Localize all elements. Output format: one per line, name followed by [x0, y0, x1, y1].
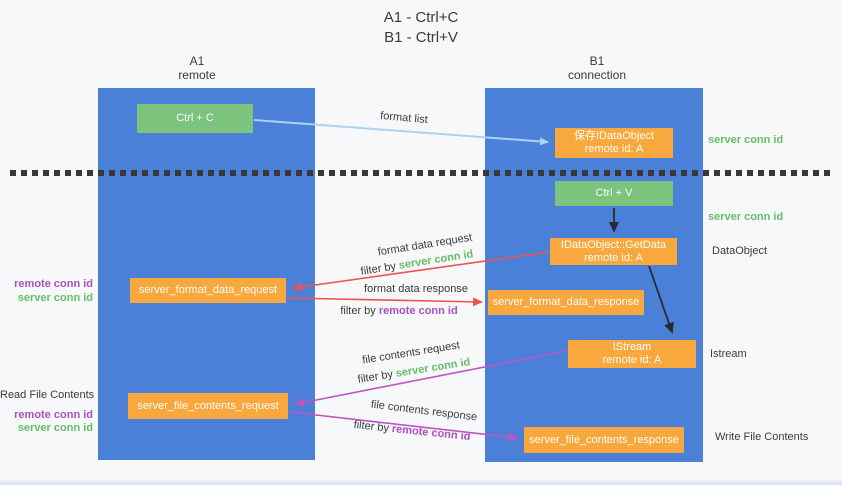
filter-key-remote-conn-id: remote conn id	[378, 305, 458, 317]
right-label-server-conn-id-top: server conn id	[708, 134, 784, 146]
filter-prefix: filter by	[340, 305, 379, 317]
lane-a1-title: A1	[189, 54, 205, 68]
node-istream-line2: remote id: A	[602, 354, 662, 366]
node-save-idataobject: 保存IDataObject remote id: A	[555, 128, 673, 158]
left-label-server-conn-id-file: server conn id	[17, 422, 93, 434]
node-save-line1: 保存IDataObject	[573, 130, 655, 142]
arrow-format-data-response	[287, 297, 483, 307]
flow-label-format-list: format list	[379, 109, 429, 127]
node-file-req-label: server_file_contents_request	[137, 399, 279, 412]
diagram-title-line2: B1 - Ctrl+V	[384, 29, 458, 46]
flow-label-file-contents-response-filter: filter by remote conn id	[353, 419, 471, 443]
node-format-res-label: server_format_data_response	[492, 296, 640, 308]
node-server-file-contents-response: server_file_contents_response	[524, 427, 684, 453]
diagram-title-line1: A1 - Ctrl+C	[383, 9, 459, 26]
lane-header-b1: B1 connection	[537, 54, 657, 82]
left-label-server-conn-id-format: server conn id	[17, 292, 93, 304]
flow-label-format-data-response-filter: filter by remote conn id	[340, 305, 457, 317]
lane-b1-title: B1	[589, 54, 605, 68]
node-getdata-line2: remote id: A	[584, 251, 643, 264]
bottom-fade	[0, 479, 842, 485]
node-idataobject-getdata: IDataObject::GetData remote id: A	[550, 238, 677, 265]
node-server-file-contents-request: server_file_contents_request	[128, 393, 288, 419]
right-label-istream: Istream	[710, 348, 747, 360]
dashed-divider	[10, 170, 833, 176]
diagram-title: A1 - Ctrl+C B1 - Ctrl+V	[0, 8, 842, 48]
left-label-remote-conn-id-format: remote conn id	[14, 278, 93, 290]
filter-prefix: filter by	[359, 259, 400, 278]
node-istream: IStream remote id: A	[568, 340, 696, 368]
node-istream-line1: IStream	[612, 341, 652, 353]
left-label-remote-conn-id-file: remote conn id	[14, 409, 93, 421]
node-ctrl-v-label: Ctrl + V	[595, 187, 633, 199]
filter-prefix: filter by	[356, 367, 397, 386]
node-ctrl-c: Ctrl + C	[137, 104, 253, 133]
left-label-read-file-contents: Read File Contents	[0, 389, 95, 401]
lane-b1-subtitle: connection	[567, 68, 627, 82]
node-ctrl-v: Ctrl + V	[555, 181, 673, 206]
lane-header-a1: A1 remote	[137, 54, 257, 82]
node-getdata-line1: IDataObject::GetData	[560, 238, 667, 251]
node-format-req-label: server_format_data_request	[138, 284, 278, 296]
filter-prefix: filter by	[353, 418, 393, 435]
flow-label-file-contents-response: file contents response	[370, 398, 478, 424]
node-ctrl-c-label: Ctrl + C	[176, 112, 214, 124]
node-server-format-data-request: server_format_data_request	[130, 278, 286, 303]
right-label-dataobject: DataObject	[712, 245, 768, 257]
filter-key-remote-conn-id: remote conn id	[391, 422, 471, 444]
node-save-line2: remote id: A	[584, 143, 644, 155]
right-label-server-conn-id-mid: server conn id	[708, 211, 784, 223]
right-label-write-file-contents: Write File Contents	[715, 431, 809, 443]
node-server-format-data-response: server_format_data_response	[488, 290, 644, 315]
flow-label-format-data-response: format data response	[364, 283, 468, 295]
lane-a1-subtitle: remote	[178, 68, 216, 82]
node-file-res-label: server_file_contents_response	[529, 433, 679, 446]
